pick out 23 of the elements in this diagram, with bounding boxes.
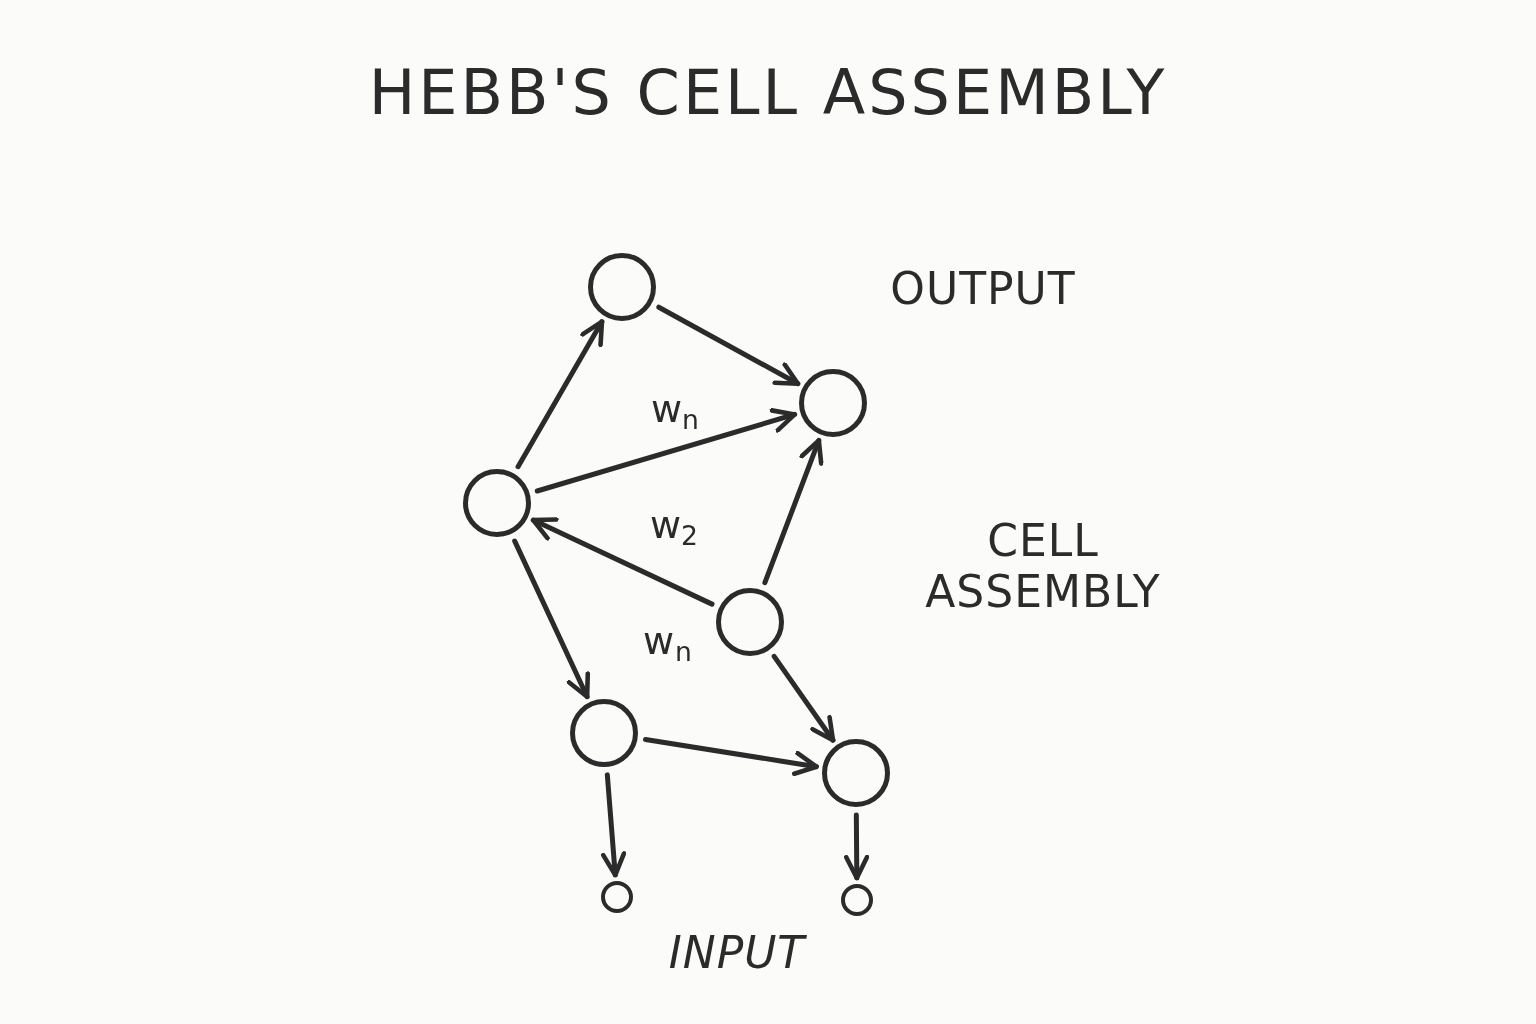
arrow	[600, 772, 627, 878]
neuron-circle	[841, 884, 873, 916]
neuron-circle	[716, 588, 784, 656]
arrow	[771, 653, 836, 743]
arrow	[843, 812, 870, 881]
arrow	[512, 538, 591, 700]
arrow	[762, 437, 824, 586]
neuron-circle	[822, 739, 890, 807]
weight-label: w$_{n}$	[643, 620, 693, 668]
arrow	[530, 517, 715, 607]
label: CELL ASSEMBLY	[924, 516, 1162, 618]
label: OUTPUT	[890, 264, 1076, 315]
arrow	[656, 304, 801, 387]
arrow	[534, 408, 798, 494]
label: INPUT	[668, 928, 806, 979]
neuron-circle	[570, 699, 638, 767]
neuron-circle	[601, 881, 633, 913]
arrow	[515, 319, 605, 470]
neuron-circle	[799, 369, 867, 437]
title: HEBB'S CELL ASSEMBLY	[368, 62, 1168, 124]
neuron-circle	[463, 469, 531, 537]
arrow	[643, 737, 819, 777]
neuron-circle	[588, 253, 656, 321]
